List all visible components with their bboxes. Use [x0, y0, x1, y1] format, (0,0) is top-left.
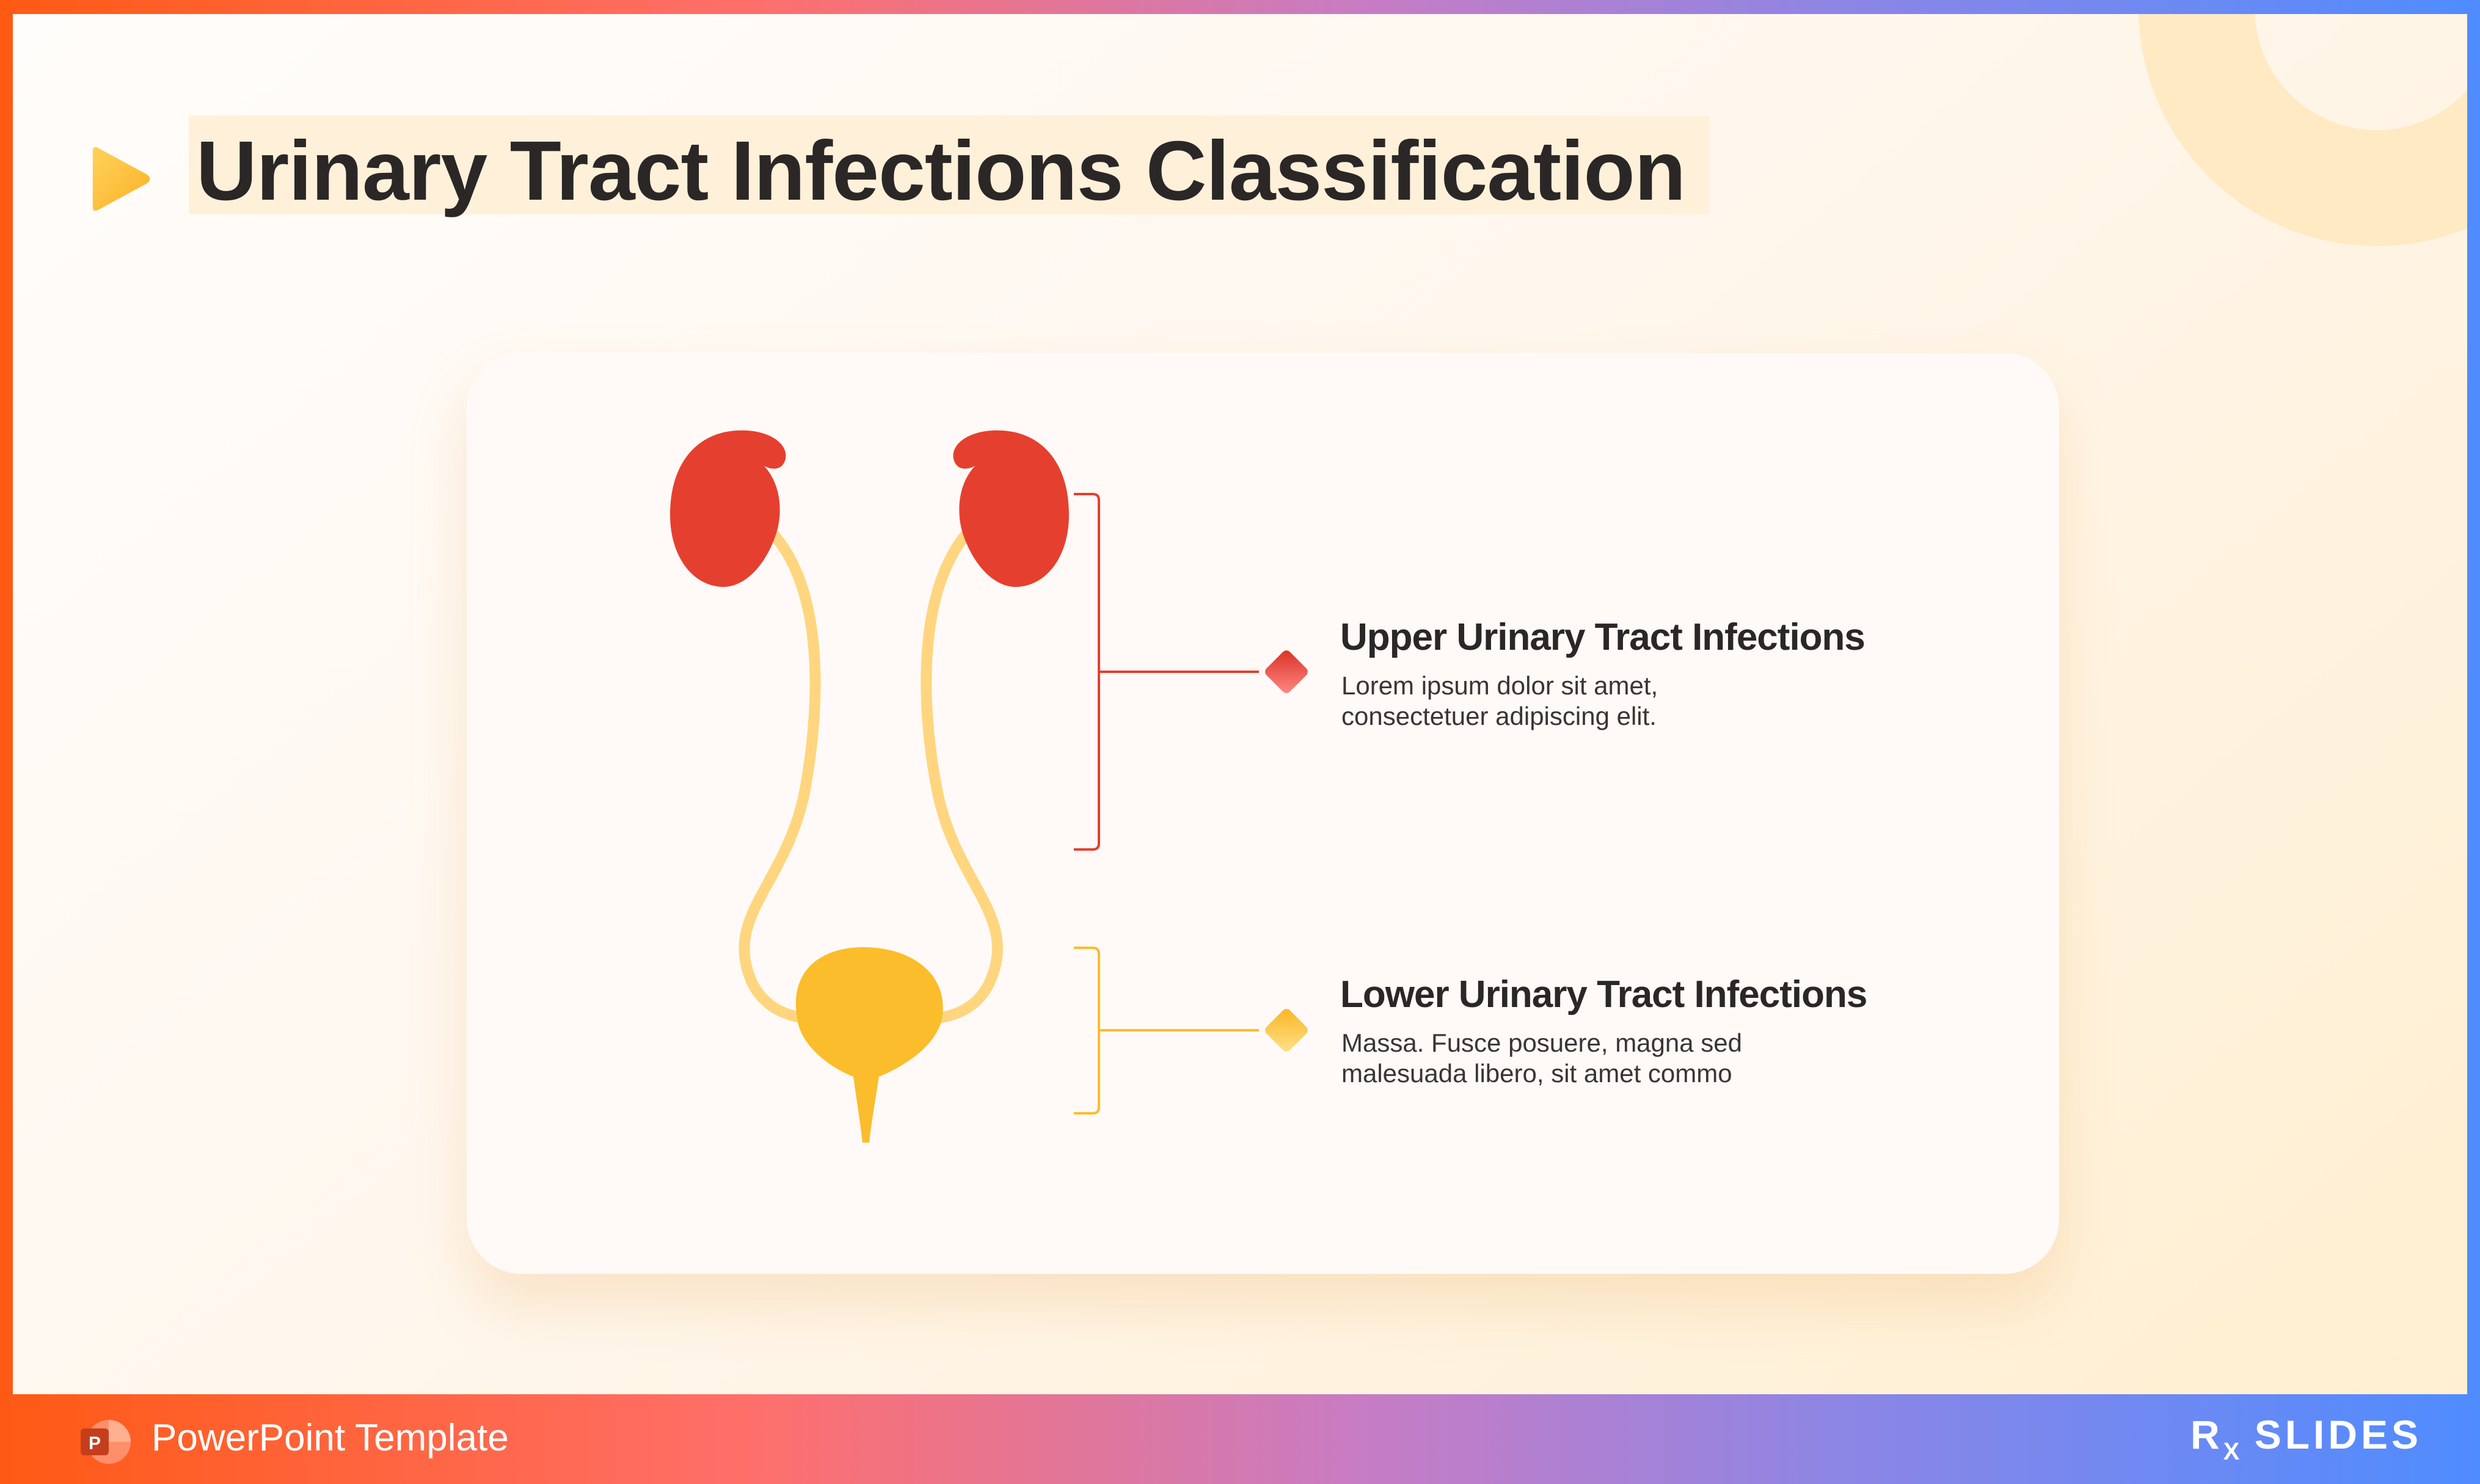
left-ureter: [744, 536, 815, 1019]
upper-uti-description-line1: Lorem ipsum dolor sit amet,: [1341, 671, 1658, 700]
right-kidney: [954, 431, 1069, 587]
svg-text:P: P: [89, 1433, 101, 1453]
urinary-tract-diagram: [13, 14, 2467, 1394]
bladder: [796, 947, 943, 1143]
logo-name: SLIDES: [2255, 1412, 2422, 1457]
powerpoint-icon: P: [78, 1419, 134, 1465]
slide: Urinary Tract Infections Classification: [13, 14, 2467, 1394]
right-ureter: [926, 536, 997, 1019]
logo-r: R: [2190, 1412, 2223, 1457]
lower-uti-description-line1: Massa. Fusce posuere, magna sed: [1341, 1028, 1742, 1057]
upper-uti-description-line2: consectetuer adipiscing elit.: [1341, 702, 1657, 730]
logo-x: X: [2223, 1438, 2240, 1465]
rxslides-logo: RX SLIDES: [2190, 1411, 2422, 1458]
lower-diamond: [1263, 1007, 1310, 1053]
lower-uti-description-line2: malesuada libero, sit amet commo: [1341, 1059, 1732, 1088]
footer-label: PowerPoint Template: [151, 1416, 509, 1460]
lower-uti-title: Lower Urinary Tract Infections: [1340, 973, 1867, 1016]
lower-bracket: [1074, 948, 1099, 1113]
left-kidney: [670, 431, 786, 587]
upper-bracket: [1074, 494, 1099, 849]
upper-diamond: [1263, 649, 1310, 695]
footer-bar: P PowerPoint Template RX SLIDES: [0, 1394, 2480, 1484]
upper-uti-description: Lorem ipsum dolor sit amet, consectetuer…: [1341, 671, 1891, 732]
lower-uti-description: Massa. Fusce posuere, magna sed malesuad…: [1341, 1028, 1891, 1089]
upper-uti-title: Upper Urinary Tract Infections: [1340, 616, 1865, 659]
